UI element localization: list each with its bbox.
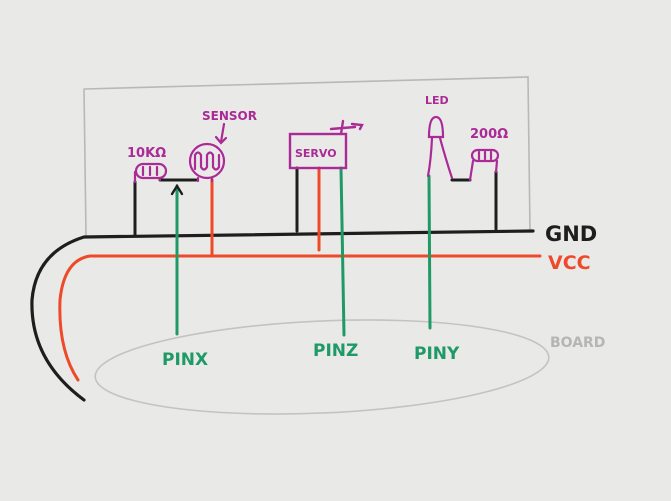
sensor-label: SENSOR [202, 109, 257, 123]
led-icon [426, 115, 454, 180]
pin-z-wire [339, 166, 346, 337]
gnd-rail [30, 229, 535, 402]
sensor-icon [188, 122, 228, 183]
board-outline [94, 319, 550, 415]
vcc-label: VCC [548, 252, 591, 274]
resistor-200-icon [468, 148, 500, 182]
vcc-rail [58, 254, 542, 382]
pin-z-label: PINZ [313, 341, 358, 361]
resistor-200-label: 200Ω [470, 127, 508, 142]
resistor-10k-label: 10KΩ [127, 146, 166, 161]
resistor-10k-icon [133, 162, 168, 184]
gnd-label: GND [545, 222, 597, 246]
board-label: BOARD [550, 335, 605, 351]
pin-y-wire [427, 174, 432, 330]
pin-x-label: PINX [162, 350, 208, 370]
servo-label: SERVO [295, 147, 337, 160]
pin-y-label: PINY [414, 344, 460, 364]
component-area-outline [83, 76, 531, 237]
pin-x-arrow-icon [170, 183, 184, 196]
led-label: LED [425, 94, 449, 107]
servo-icon [288, 119, 364, 170]
